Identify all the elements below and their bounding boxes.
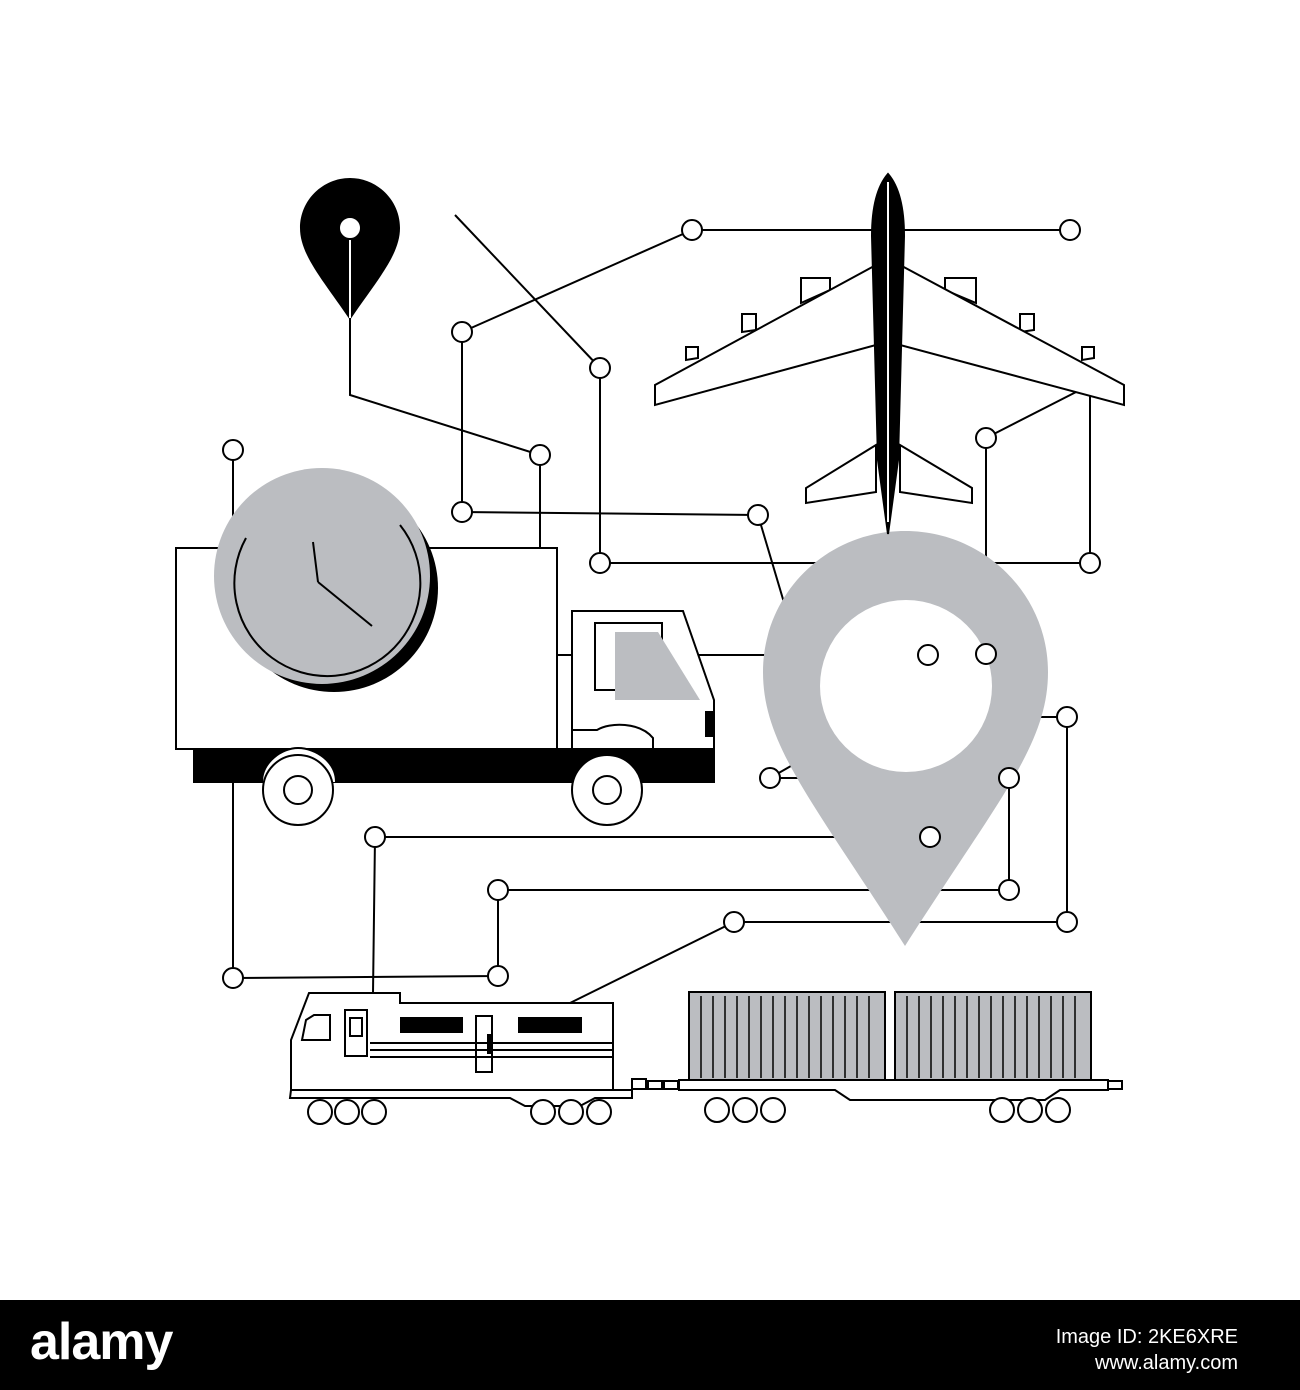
network-node bbox=[529, 444, 551, 466]
airplane-icon bbox=[654, 172, 1125, 535]
network-node bbox=[487, 965, 509, 987]
network-node bbox=[919, 826, 941, 848]
footer-bar: alamy Image ID: 2KE6XRE www.alamy.com bbox=[0, 1300, 1300, 1390]
network-node bbox=[998, 767, 1020, 789]
train-locomotive-icon bbox=[288, 992, 679, 1125]
container-wagon-icon bbox=[678, 991, 1123, 1123]
large-location-pin-icon bbox=[763, 531, 1048, 946]
network-node bbox=[917, 644, 939, 666]
network-node bbox=[589, 357, 611, 379]
network-node bbox=[975, 427, 997, 449]
network-node bbox=[589, 552, 611, 574]
network-nodes bbox=[222, 219, 1101, 989]
network-node bbox=[998, 879, 1020, 901]
network-node bbox=[1056, 911, 1078, 933]
image-id-label: Image ID: 2KE6XRE bbox=[1055, 1326, 1238, 1348]
network-node bbox=[723, 911, 745, 933]
network-node bbox=[222, 439, 244, 461]
network-node bbox=[1056, 706, 1078, 728]
network-node bbox=[222, 967, 244, 989]
network-node bbox=[364, 826, 386, 848]
network-node bbox=[759, 767, 781, 789]
clock-icon bbox=[214, 468, 438, 692]
network-node bbox=[451, 321, 473, 343]
network-node bbox=[975, 643, 997, 665]
network-node bbox=[1059, 219, 1081, 241]
small-location-pin-icon bbox=[300, 178, 400, 320]
alamy-logo[interactable]: alamy bbox=[30, 1313, 173, 1371]
logistics-illustration bbox=[175, 172, 1125, 1125]
network-node bbox=[747, 504, 769, 526]
network-node bbox=[451, 501, 473, 523]
network-node bbox=[1079, 552, 1101, 574]
network-node bbox=[487, 879, 509, 901]
network-node bbox=[681, 219, 703, 241]
website-link[interactable]: www.alamy.com bbox=[1095, 1352, 1238, 1374]
